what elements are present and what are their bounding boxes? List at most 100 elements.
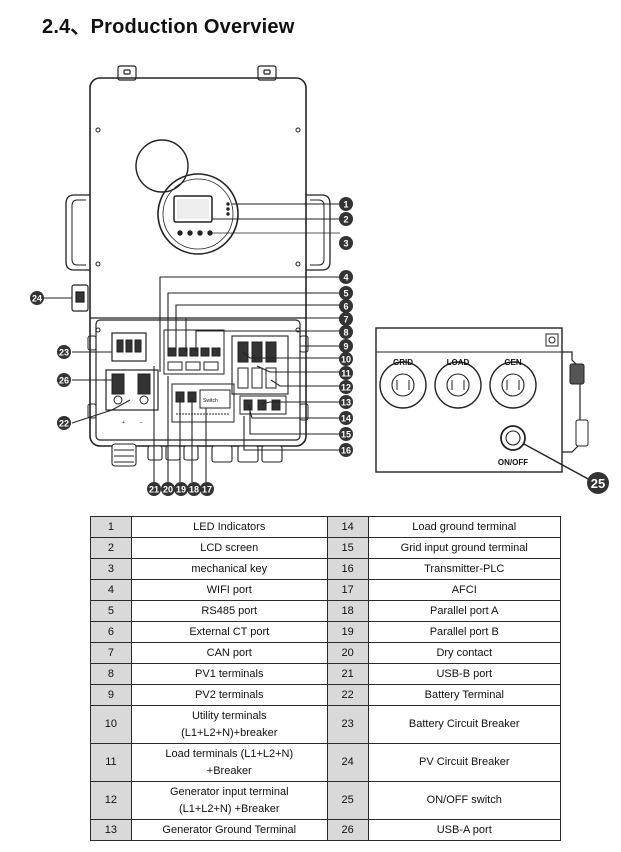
- part-number: 14: [326, 516, 369, 538]
- part-description: mechanical key: [130, 558, 328, 580]
- lcd-screen: [173, 195, 213, 223]
- table-row: 4 WIFI port 17 AFCI: [90, 579, 562, 601]
- callout-12: 12: [339, 380, 353, 394]
- part-description-line: Utility terminals: [191, 709, 267, 722]
- svg-text:18: 18: [189, 485, 199, 495]
- callout-leaders: [44, 203, 340, 482]
- svg-text:26: 26: [59, 376, 69, 386]
- table-row: 13 Generator Ground Terminal 26 USB-A po…: [90, 819, 562, 841]
- part-description: Load ground terminal: [367, 516, 562, 538]
- table-row: 5 RS485 port 18 Parallel port A: [90, 600, 562, 622]
- wiring-compartment: [87, 319, 309, 441]
- svg-text:20: 20: [163, 485, 173, 495]
- callout-20: 20: [161, 482, 175, 496]
- part-number: 16: [326, 558, 369, 580]
- svg-text:9: 9: [343, 342, 348, 352]
- svg-text:15: 15: [341, 430, 351, 440]
- part-number: 8: [90, 663, 132, 685]
- svg-text:4: 4: [343, 273, 348, 283]
- gen-port: [489, 361, 537, 409]
- callout-badges-right: 1 2 3 4 5 6 7 8 9 10 11 12 13 14 15 16: [339, 197, 353, 457]
- part-description: Grid input ground terminal: [367, 537, 562, 559]
- part-description: Generator input terminal (L1+L2+N) +Brea…: [130, 781, 328, 820]
- callout-22: 22: [57, 416, 71, 430]
- part-description: CAN port: [130, 642, 328, 664]
- part-description-line: +Breaker: [206, 764, 252, 777]
- svg-text:22: 22: [59, 419, 69, 429]
- part-description-line: Load terminals (L1+L2+N): [165, 747, 294, 760]
- callout-badges-bottom: 21 20 19 18 17: [147, 482, 214, 496]
- part-description: External CT port: [130, 621, 328, 643]
- part-number: 15: [326, 537, 369, 559]
- svg-text:24: 24: [32, 294, 42, 304]
- part-description-line: (L1+L2+N) +Breaker: [178, 802, 280, 815]
- callout-7: 7: [339, 312, 353, 326]
- callout-2: 2: [339, 212, 353, 226]
- callout-10: 10: [339, 352, 353, 366]
- part-number: 12: [90, 781, 132, 820]
- svg-text:6: 6: [343, 302, 348, 312]
- svg-text:16: 16: [341, 446, 351, 456]
- part-number: 23: [326, 705, 369, 744]
- part-description: AFCI: [367, 579, 562, 601]
- svg-text:10: 10: [341, 355, 351, 365]
- part-number: 11: [90, 743, 132, 782]
- part-number: 18: [326, 600, 369, 622]
- inverter-diagram: + − Switch: [30, 65, 609, 496]
- callout-18: 18: [187, 482, 201, 496]
- callout-badges-left: 24 23 26 22: [30, 291, 71, 430]
- pv-breaker: [71, 284, 89, 312]
- part-number: 19: [326, 621, 369, 643]
- part-number: 5: [90, 600, 132, 622]
- part-description-line: Generator input terminal: [169, 785, 289, 798]
- table-row: 3 mechanical key 16 Transmitter-PLC: [90, 558, 562, 580]
- led-indicator: [226, 202, 230, 206]
- table-row: 8 PV1 terminals 21 USB-B port: [90, 663, 562, 685]
- svg-text:5: 5: [343, 289, 348, 299]
- part-description: PV2 terminals: [130, 684, 328, 706]
- callout-16: 16: [339, 443, 353, 457]
- callout-9: 9: [339, 339, 353, 353]
- callout-26: 26: [57, 373, 71, 387]
- callout-15: 15: [339, 427, 353, 441]
- display-panel: [135, 139, 239, 255]
- svg-text:23: 23: [59, 348, 69, 358]
- callout-6: 6: [339, 299, 353, 313]
- section-title: 2.4、Production Overview: [42, 16, 295, 38]
- svg-text:19: 19: [176, 485, 186, 495]
- svg-text:13: 13: [341, 398, 351, 408]
- part-description: Parallel port B: [367, 621, 562, 643]
- part-description: PV Circuit Breaker: [367, 743, 562, 782]
- svg-text:1: 1: [343, 200, 348, 210]
- onoff-label: ON/OFF: [498, 458, 528, 467]
- callout-5: 5: [339, 286, 353, 300]
- mounting-bracket: [117, 65, 277, 81]
- table-row: 2 LCD screen 15 Grid input ground termin…: [90, 537, 562, 559]
- part-description: Utility terminals (L1+L2+N)+breaker: [130, 705, 328, 744]
- part-description-line: (L1+L2+N)+breaker: [181, 726, 278, 739]
- table-row: 11 Load terminals (L1+L2+N) +Breaker 24 …: [90, 743, 562, 782]
- part-description: Battery Terminal: [367, 684, 562, 706]
- part-description: Load terminals (L1+L2+N) +Breaker: [130, 743, 328, 782]
- callout-11: 11: [339, 366, 353, 380]
- part-number: 26: [326, 819, 369, 841]
- svg-text:8: 8: [343, 328, 348, 338]
- part-description: PV1 terminals: [130, 663, 328, 685]
- bottom-panel-view: [375, 327, 591, 481]
- part-description: Generator Ground Terminal: [130, 819, 328, 841]
- callout-8: 8: [339, 325, 353, 339]
- part-number: 7: [90, 642, 132, 664]
- svg-text:25: 25: [591, 476, 605, 491]
- part-description: Battery Circuit Breaker: [367, 705, 562, 744]
- svg-text:2: 2: [343, 215, 348, 225]
- part-number: 21: [326, 663, 369, 685]
- load-label: LOAD: [447, 358, 470, 367]
- svg-text:14: 14: [341, 414, 351, 424]
- part-number: 20: [326, 642, 369, 664]
- key-button: [177, 230, 183, 236]
- part-description: USB-B port: [367, 663, 562, 685]
- onoff-switch: [500, 425, 526, 451]
- callout-19: 19: [174, 482, 188, 496]
- svg-text:3: 3: [343, 239, 348, 249]
- battery-minus-label: −: [140, 420, 143, 426]
